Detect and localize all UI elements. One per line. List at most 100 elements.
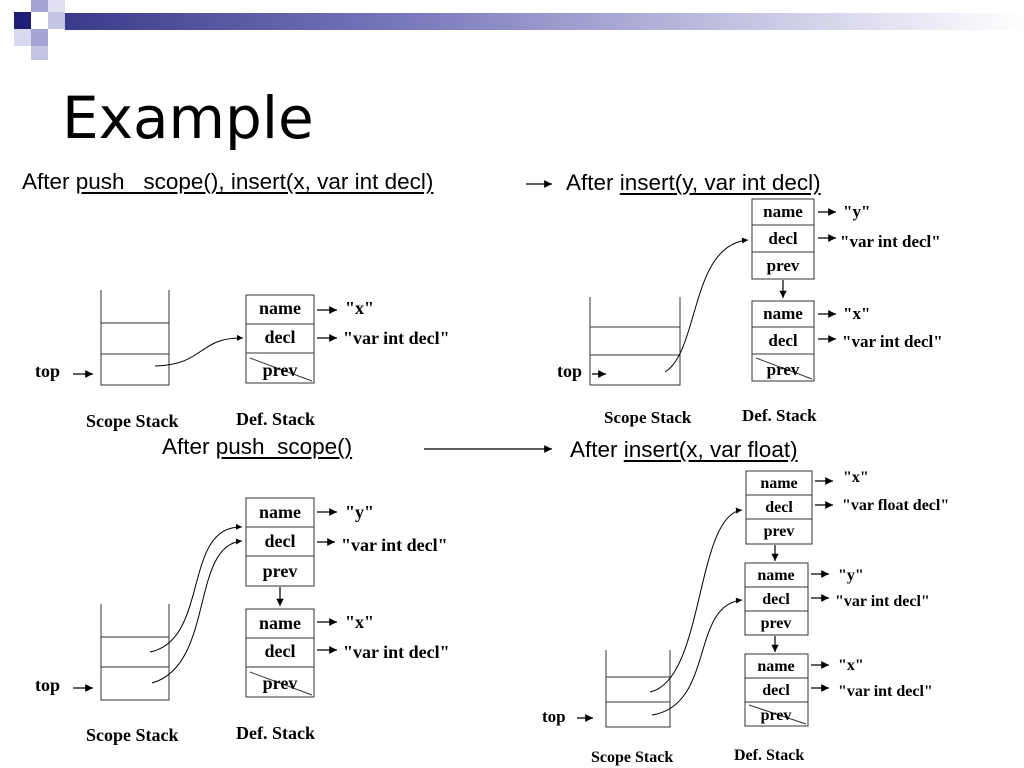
scope-pointer bbox=[649, 507, 743, 693]
field-name: name bbox=[757, 658, 794, 675]
def-stack-label: Def. Stack bbox=[734, 747, 804, 764]
scope-pointer bbox=[651, 597, 743, 716]
value-label: "var int decl" bbox=[835, 593, 930, 610]
field-prev: prev bbox=[263, 360, 298, 380]
top-label: top bbox=[542, 707, 566, 726]
def-stack-label: Def. Stack bbox=[236, 723, 315, 743]
decor-square bbox=[48, 0, 65, 12]
value-label: "var int decl" bbox=[343, 328, 450, 348]
def-entry-y: name decl prev bbox=[744, 562, 809, 636]
field-prev: prev bbox=[263, 673, 298, 693]
field-prev: prev bbox=[767, 256, 800, 275]
field-decl: decl bbox=[765, 499, 793, 516]
def-entry-y: name decl prev bbox=[245, 497, 315, 587]
value-label: "var int decl" bbox=[341, 535, 448, 555]
panel-1: top name decl prev "x" "var int decl" Sc… bbox=[35, 290, 450, 431]
scope-stack-label: Scope Stack bbox=[86, 411, 179, 431]
scope-stack bbox=[589, 297, 681, 386]
caption-prefix: After bbox=[566, 170, 620, 195]
value-label: "var float decl" bbox=[842, 497, 949, 514]
decor-square bbox=[31, 46, 48, 60]
scope-stack bbox=[605, 650, 671, 728]
value-label: "var int decl" bbox=[840, 232, 941, 251]
def-entry-x: name decl prev bbox=[751, 300, 815, 382]
def-entry-x-float: name decl prev bbox=[745, 470, 813, 545]
field-name: name bbox=[760, 475, 797, 492]
caption-action: insert(y, var int decl) bbox=[619, 170, 821, 195]
def-entry-y: name decl prev bbox=[751, 198, 815, 280]
field-name: name bbox=[259, 298, 301, 318]
decor-square bbox=[31, 29, 48, 46]
def-stack-label: Def. Stack bbox=[742, 406, 817, 425]
null-prev-slash bbox=[249, 357, 313, 382]
scope-stack bbox=[100, 290, 170, 386]
scope-stack-label: Scope Stack bbox=[86, 725, 179, 745]
header-band bbox=[65, 13, 1024, 30]
caption-action: insert(x, var float) bbox=[623, 437, 798, 462]
caption-prefix: After bbox=[570, 437, 624, 462]
decor-square bbox=[48, 12, 65, 29]
value-label: "y" bbox=[345, 502, 374, 522]
field-name: name bbox=[259, 613, 301, 633]
field-decl: decl bbox=[762, 682, 790, 699]
scope-pointer bbox=[149, 523, 243, 653]
top-label: top bbox=[35, 361, 60, 381]
caption-prefix: After bbox=[162, 434, 216, 459]
value-label: "x" bbox=[843, 469, 869, 486]
top-label: top bbox=[35, 675, 60, 695]
def-entry-x: name decl prev bbox=[245, 608, 315, 698]
field-decl: decl bbox=[762, 591, 790, 608]
value-label: "y" bbox=[843, 202, 870, 221]
value-label: "var int decl" bbox=[842, 332, 943, 351]
field-name: name bbox=[757, 567, 794, 584]
corner-decoration bbox=[0, 0, 1024, 60]
panel-3: top name decl prev "y" "var int decl" na… bbox=[35, 497, 450, 745]
scope-stack bbox=[100, 604, 170, 701]
scope-pointer bbox=[154, 334, 244, 367]
panel-4: top name decl prev "x" "var float decl" … bbox=[542, 469, 949, 766]
decor-square bbox=[14, 12, 31, 29]
scope-pointer bbox=[151, 538, 243, 684]
null-prev-slash bbox=[748, 704, 807, 725]
caption-push-insert-x: After push _scope(), insert(x, var int d… bbox=[22, 169, 433, 195]
field-decl: decl bbox=[265, 327, 296, 347]
value-label: "var int decl" bbox=[343, 642, 450, 662]
caption-action: push_scope() bbox=[215, 434, 353, 459]
field-prev: prev bbox=[764, 523, 795, 540]
field-decl: decl bbox=[768, 331, 798, 350]
field-decl: decl bbox=[768, 229, 798, 248]
value-label: "x" bbox=[843, 304, 870, 323]
top-label: top bbox=[557, 361, 582, 381]
value-label: "y" bbox=[838, 567, 864, 584]
value-label: "x" bbox=[345, 298, 374, 318]
field-name: name bbox=[259, 502, 301, 522]
panel-2: top name decl prev "y" "var int decl" na… bbox=[557, 198, 943, 427]
page-title: Example bbox=[62, 84, 314, 152]
null-prev-slash bbox=[755, 357, 813, 380]
caption-insert-x-float: After insert(x, var float) bbox=[570, 437, 798, 463]
field-prev: prev bbox=[761, 707, 792, 724]
field-prev: prev bbox=[767, 360, 800, 379]
field-name: name bbox=[763, 304, 803, 323]
scope-pointer bbox=[664, 237, 749, 373]
field-decl: decl bbox=[265, 641, 296, 661]
field-prev: prev bbox=[761, 615, 792, 632]
field-decl: decl bbox=[265, 531, 296, 551]
def-entry-x: name decl prev bbox=[744, 653, 809, 727]
field-prev: prev bbox=[263, 561, 298, 581]
def-stack-label: Def. Stack bbox=[236, 409, 315, 429]
decor-square bbox=[31, 0, 48, 12]
def-entry-x: name decl prev bbox=[245, 294, 315, 384]
decor-square bbox=[14, 29, 31, 46]
caption-prefix: After bbox=[22, 169, 76, 194]
null-prev-slash bbox=[249, 671, 313, 696]
field-name: name bbox=[763, 202, 803, 221]
value-label: "x" bbox=[345, 612, 374, 632]
caption-action: push _scope(), insert(x, var int decl) bbox=[75, 169, 434, 194]
scope-stack-label: Scope Stack bbox=[604, 408, 692, 427]
caption-insert-y: After insert(y, var int decl) bbox=[566, 170, 821, 196]
value-label: "x" bbox=[838, 657, 864, 674]
scope-stack-label: Scope Stack bbox=[591, 749, 673, 766]
value-label: "var int decl" bbox=[838, 683, 933, 700]
